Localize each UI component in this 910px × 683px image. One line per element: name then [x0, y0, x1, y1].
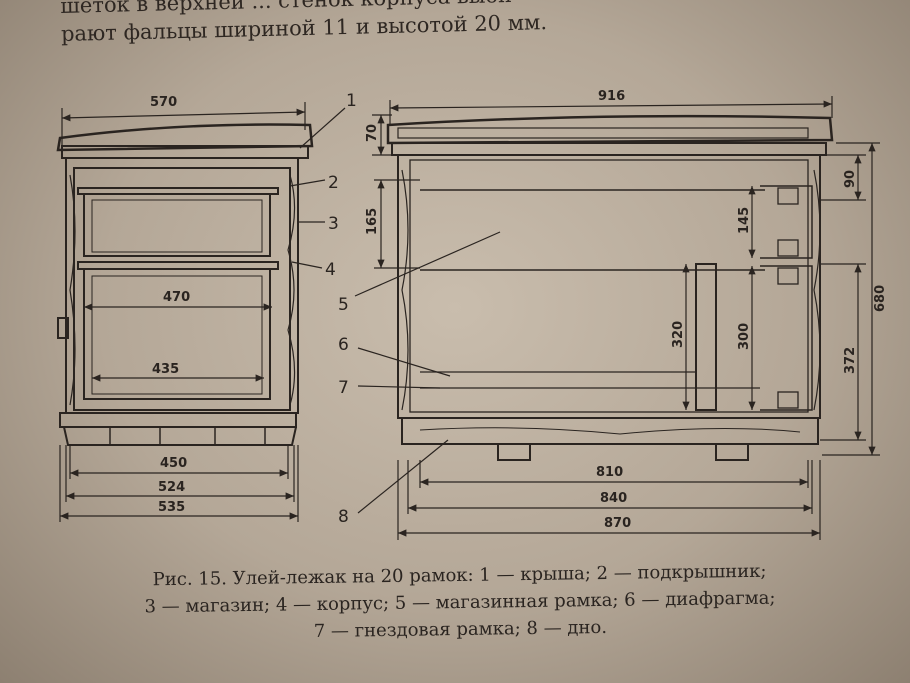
- front-view: [56, 123, 314, 446]
- callout-5: 5: [338, 295, 349, 315]
- dim-680: 680: [873, 285, 888, 312]
- callout-8: 8: [338, 507, 349, 527]
- dim-165: 165: [365, 208, 380, 235]
- dim-570: 570: [150, 95, 177, 110]
- dim-840: 840: [600, 491, 627, 506]
- dim-300: 300: [737, 323, 752, 350]
- dim-435: 435: [152, 362, 179, 377]
- dim-810: 810: [596, 465, 623, 480]
- dim-470: 470: [163, 290, 190, 305]
- callout-4: 4: [325, 260, 336, 280]
- front-dimension-lines: [59, 102, 346, 522]
- figure-caption: Рис. 15. Улей-лежак на 20 рамок: 1 — кры…: [79, 557, 840, 649]
- callout-1: 1: [346, 91, 357, 111]
- dim-70: 70: [365, 124, 380, 142]
- dim-90: 90: [843, 170, 858, 188]
- dim-372: 372: [843, 347, 858, 374]
- callout-3: 3: [328, 214, 339, 234]
- dim-450: 450: [160, 456, 187, 471]
- side-dimension-lines: [354, 96, 880, 540]
- dim-320: 320: [671, 321, 686, 348]
- dim-535: 535: [158, 500, 185, 515]
- callout-7: 7: [338, 378, 349, 398]
- dim-870: 870: [604, 516, 631, 531]
- dim-145: 145: [737, 207, 752, 234]
- dim-916: 916: [598, 89, 625, 104]
- callout-2: 2: [328, 173, 339, 193]
- side-view: [386, 114, 834, 461]
- dim-524: 524: [158, 480, 185, 495]
- callout-6: 6: [338, 335, 349, 355]
